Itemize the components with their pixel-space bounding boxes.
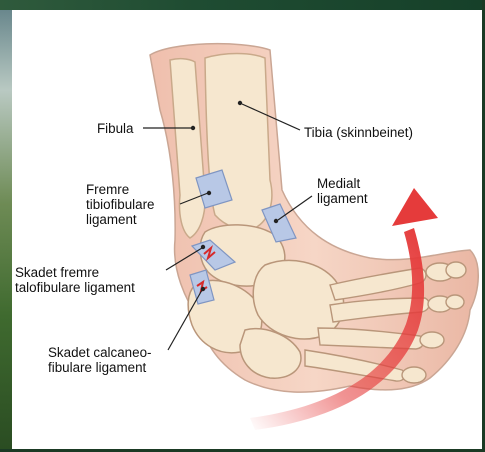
label-tibia: Tibia (skinnbeinet) (304, 125, 413, 140)
label-injured-anterior-talofibular: Skadet fremre talofibulare ligament (15, 265, 135, 295)
inversion-arrow-head (392, 188, 438, 226)
label-anterior-tibiofibular: Fremre tibiofibulare ligament (86, 182, 154, 227)
label-medial: Medialt ligament (317, 176, 368, 206)
label-fibula: Fibula (97, 121, 133, 136)
label-injured-calcaneofibular: Skadet calcaneo- fibulare ligament (48, 345, 151, 375)
